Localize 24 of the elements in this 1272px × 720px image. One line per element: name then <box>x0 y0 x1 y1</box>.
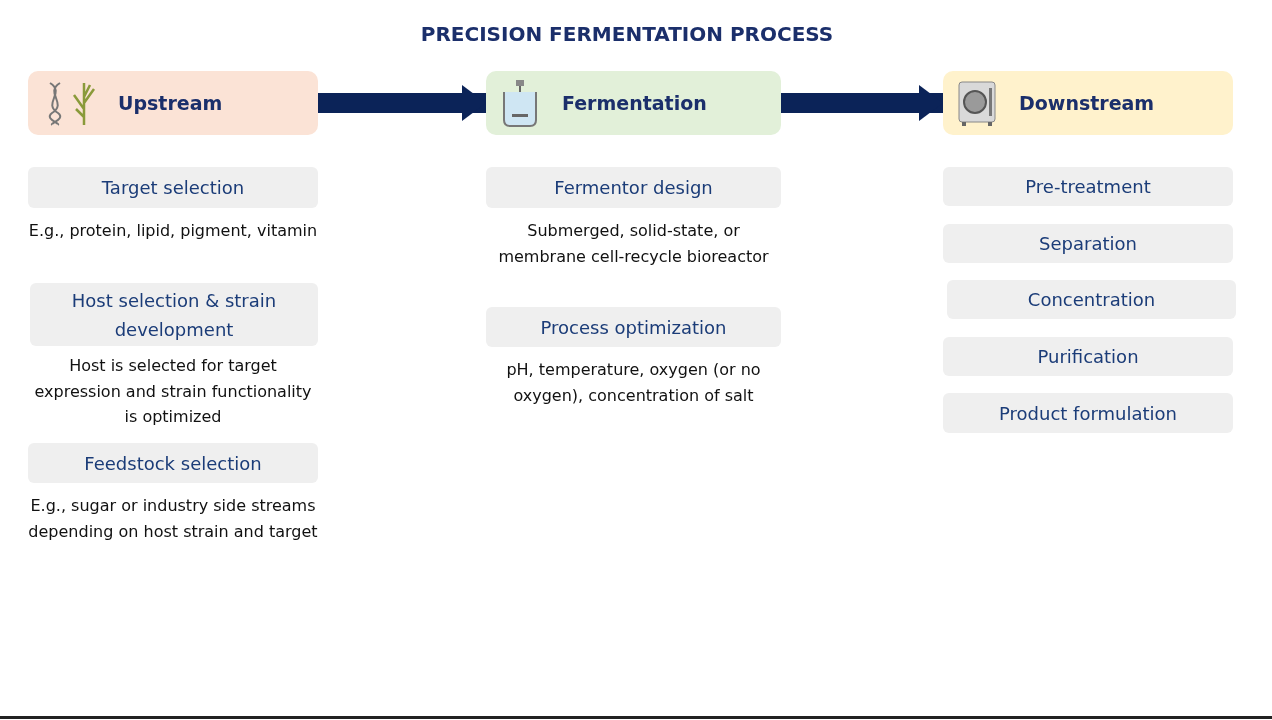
stage-title: Fermentation <box>562 92 707 114</box>
stage-title: Upstream <box>118 92 223 114</box>
step-box: Pre-treatment <box>943 167 1233 206</box>
description-text: Submerged, solid-state, or membrane cell-recycle bioreactor <box>497 220 770 268</box>
description-text: pH, temperature, oxygen (or no oxygen), concentration of salt <box>505 359 762 407</box>
description-text: E.g., protein, lipid, pigment, vitamin <box>28 220 318 242</box>
description-text: Host is selected for target expression and strain functionality is optimized <box>33 355 313 428</box>
arrow <box>318 85 486 121</box>
step-box: Separation <box>943 224 1233 263</box>
stage-header <box>486 71 781 135</box>
step-box: Target selection <box>28 167 318 208</box>
description-text: E.g., sugar or industry side streams depending on host strain and target <box>28 495 318 543</box>
step-box: Feedstock selection <box>28 443 318 483</box>
step-box: Purification <box>943 337 1233 376</box>
step-box: Product formulation <box>943 393 1233 433</box>
stage-header <box>943 71 1233 135</box>
diagram-title: PRECISION FERMENTATION PROCESS <box>419 22 835 46</box>
stage-title: Downstream <box>1019 92 1155 114</box>
arrow <box>781 85 943 121</box>
step-box: Fermentor design <box>486 167 781 208</box>
step-box: Process optimization <box>486 307 781 347</box>
step-box: Host selection & strain development <box>30 283 318 346</box>
stage-header <box>28 71 318 135</box>
step-box: Concentration <box>947 280 1236 319</box>
